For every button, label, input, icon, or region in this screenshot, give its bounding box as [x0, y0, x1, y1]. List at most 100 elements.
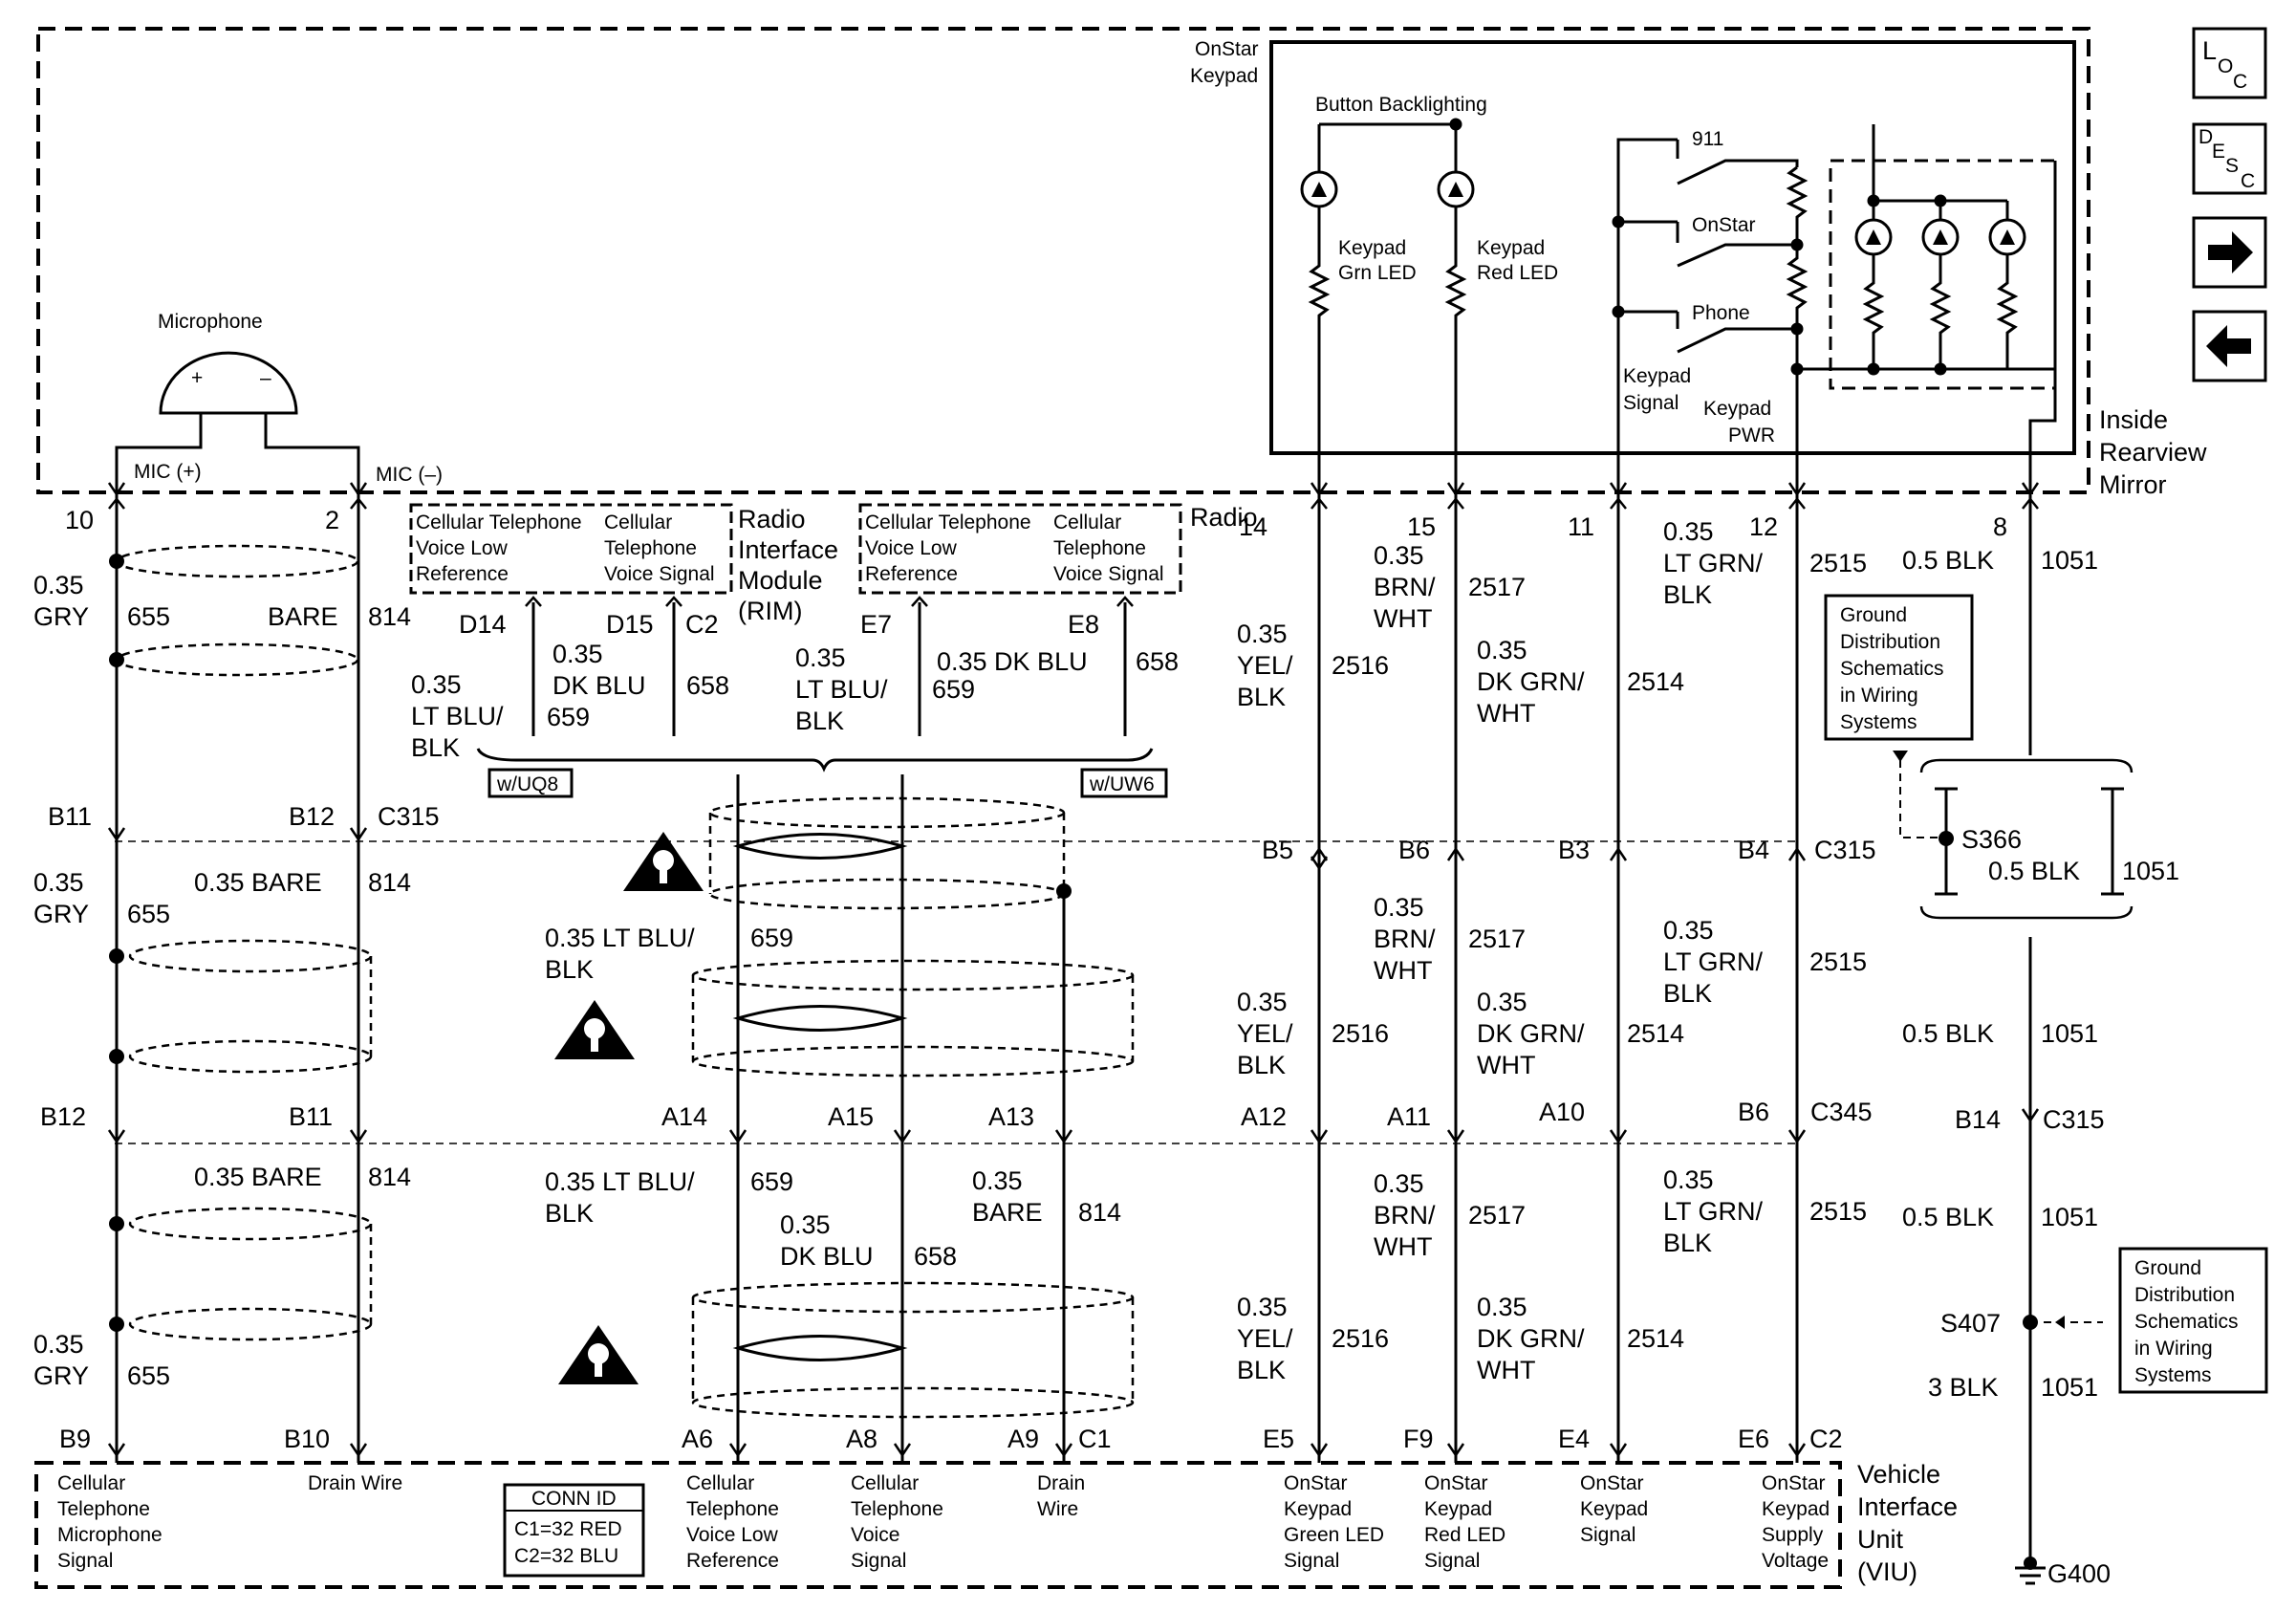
s2-yel: YEL/: [1237, 1019, 1293, 1048]
svg-text:C: C: [2233, 71, 2247, 93]
inside-rearview-mirror-label: Inside: [2099, 405, 2168, 434]
s3-dkgrn-2: WHT: [1477, 1356, 1535, 1384]
dkgrn-size: 0.35: [1477, 636, 1527, 664]
s3-brn: BRN/: [1374, 1201, 1436, 1230]
rim-b-label-2: Cellular: [1053, 512, 1121, 533]
option-uq8-label: w/UQ8: [496, 773, 558, 795]
pin-e8: E8: [1068, 610, 1099, 639]
option-uw6-box: [1080, 768, 1168, 798]
viu-drain-label: Drain Wire: [308, 1472, 402, 1494]
pin-b11: B11: [48, 802, 92, 831]
pin-b6: B6: [1398, 836, 1430, 864]
pin-b9: B9: [59, 1425, 91, 1453]
viu-red-label-4: Signal: [1424, 1550, 1480, 1572]
gd2-text-3: Schematics: [2134, 1311, 2239, 1333]
rim-box-a: [409, 503, 733, 595]
ground-distribution-ref-1[interactable]: [1824, 594, 1974, 741]
s3-yel: YEL/: [1237, 1324, 1293, 1353]
viu-sup-label: OnStar: [1762, 1472, 1826, 1494]
inside-rearview-mirror-label-2: Rearview: [2099, 438, 2207, 467]
onstar-keypad-box: [1269, 40, 2076, 455]
s3-bare: 0.35 BARE: [194, 1163, 322, 1191]
s2-blk: 0.5 BLK: [1902, 1019, 1994, 1048]
brn-color-2: WHT: [1374, 604, 1432, 633]
svg-text:D: D: [2199, 126, 2213, 148]
s2-gry: GRY: [33, 900, 89, 928]
grn-led-label-2: Grn LED: [1338, 262, 1417, 284]
s2-blk-ckt: 1051: [2041, 1019, 2098, 1048]
wire-bare-ckt: 814: [368, 602, 411, 631]
viu-vs-label: Cellular: [851, 1472, 919, 1494]
loc-button[interactable]: L O C: [2192, 27, 2267, 99]
svg-text:S: S: [2225, 155, 2239, 177]
desc-button[interactable]: D E S C: [2192, 122, 2267, 195]
gd2-text-5: Systems: [2134, 1364, 2212, 1386]
grn-led-label: Keypad: [1338, 237, 1406, 259]
s3-brn-2: WHT: [1374, 1232, 1432, 1261]
rim-title: Radio: [738, 505, 806, 533]
brn-color: BRN/: [1374, 573, 1436, 601]
next-page-button[interactable]: [2192, 216, 2267, 289]
keypad-pwr-label: Keypad: [1703, 398, 1771, 420]
keypad-signal-label-2: Signal: [1623, 392, 1679, 414]
s366-ckt: 1051: [2122, 857, 2179, 885]
rim-b-label-3: Voice Low: [865, 537, 958, 559]
pin-e7: E7: [860, 610, 892, 639]
s2-bare: 0.35 BARE: [194, 868, 322, 897]
connector-arrows: [107, 482, 2040, 1458]
keypad-circuit: [1300, 118, 2057, 492]
s3-ltblu: 0.35 LT BLU/: [545, 1167, 695, 1196]
splice-s407: S407: [1940, 1309, 2001, 1338]
pin-d15: D15: [606, 610, 654, 639]
ground-g400: G400: [2047, 1559, 2111, 1588]
keypad-title: OnStar: [1195, 38, 1259, 60]
pin-a13: A13: [988, 1102, 1034, 1131]
s3-brn-ckt: 2517: [1468, 1201, 1526, 1230]
gd2-text-4: in Wiring: [2134, 1338, 2213, 1360]
conn-c345: C345: [1810, 1098, 1873, 1126]
conn-c1: C1: [1078, 1425, 1112, 1453]
svg-text:O: O: [2218, 55, 2233, 77]
dkgrn-color: DK GRN/: [1477, 667, 1585, 696]
pin-a6: A6: [682, 1425, 713, 1453]
s2-yel-ckt: 2516: [1332, 1019, 1389, 1048]
yel-color: YEL/: [1237, 651, 1293, 680]
red-led-label-2: Red LED: [1477, 262, 1558, 284]
switch-onstar-label: OnStar: [1692, 214, 1756, 236]
gd1-text-5: Systems: [1840, 711, 1917, 733]
blk-wire: 0.5 BLK: [1902, 546, 1994, 575]
s2-ltgrn-2: BLK: [1663, 979, 1712, 1008]
prev-page-button[interactable]: [2192, 310, 2267, 382]
viu-red-label: OnStar: [1424, 1472, 1488, 1494]
caution-icon: [623, 832, 704, 891]
pin-8: 8: [1993, 512, 2007, 541]
svg-text:L: L: [2202, 36, 2217, 65]
s3-ltgrn: LT GRN/: [1663, 1197, 1764, 1226]
pin-b14: B14: [1955, 1105, 2001, 1134]
mic-minus-label: MIC (–): [376, 464, 443, 486]
ground-distribution-ref-2[interactable]: [2118, 1247, 2268, 1394]
mic-plus-sign: +: [191, 367, 203, 389]
viu-sup-label-2: Keypad: [1762, 1498, 1830, 1520]
pin-e5: E5: [1263, 1425, 1294, 1453]
rim-wire-color-2: BLK: [411, 733, 460, 762]
pin-a12: A12: [1241, 1102, 1287, 1131]
s2-ltblu: 0.35 LT BLU/: [545, 924, 695, 952]
mirror-boundary: [36, 27, 2090, 494]
s2-dkgrn-ckt: 2514: [1627, 1019, 1684, 1048]
s3-bare2: BARE: [972, 1198, 1043, 1227]
rim-dkblu-size: 0.35: [552, 640, 603, 668]
pin-e6: E6: [1738, 1425, 1769, 1453]
viu-vlr-label-4: Reference: [686, 1550, 779, 1572]
s3-bare2-size: 0.35: [972, 1166, 1023, 1195]
rim-title-2: Interface: [738, 535, 838, 564]
rim-a-label: Cellular Telephone: [416, 512, 582, 533]
pin-11: 11: [1568, 512, 1594, 541]
blk-3-ckt: 1051: [2041, 1373, 2098, 1402]
blk-ckt: 1051: [2041, 546, 2098, 575]
conn-c315: C315: [378, 802, 440, 831]
switch-911-label: 911: [1692, 128, 1723, 150]
viu-mic-label-3: Microphone: [57, 1524, 162, 1546]
viu-grn-label-3: Green LED: [1284, 1524, 1384, 1546]
